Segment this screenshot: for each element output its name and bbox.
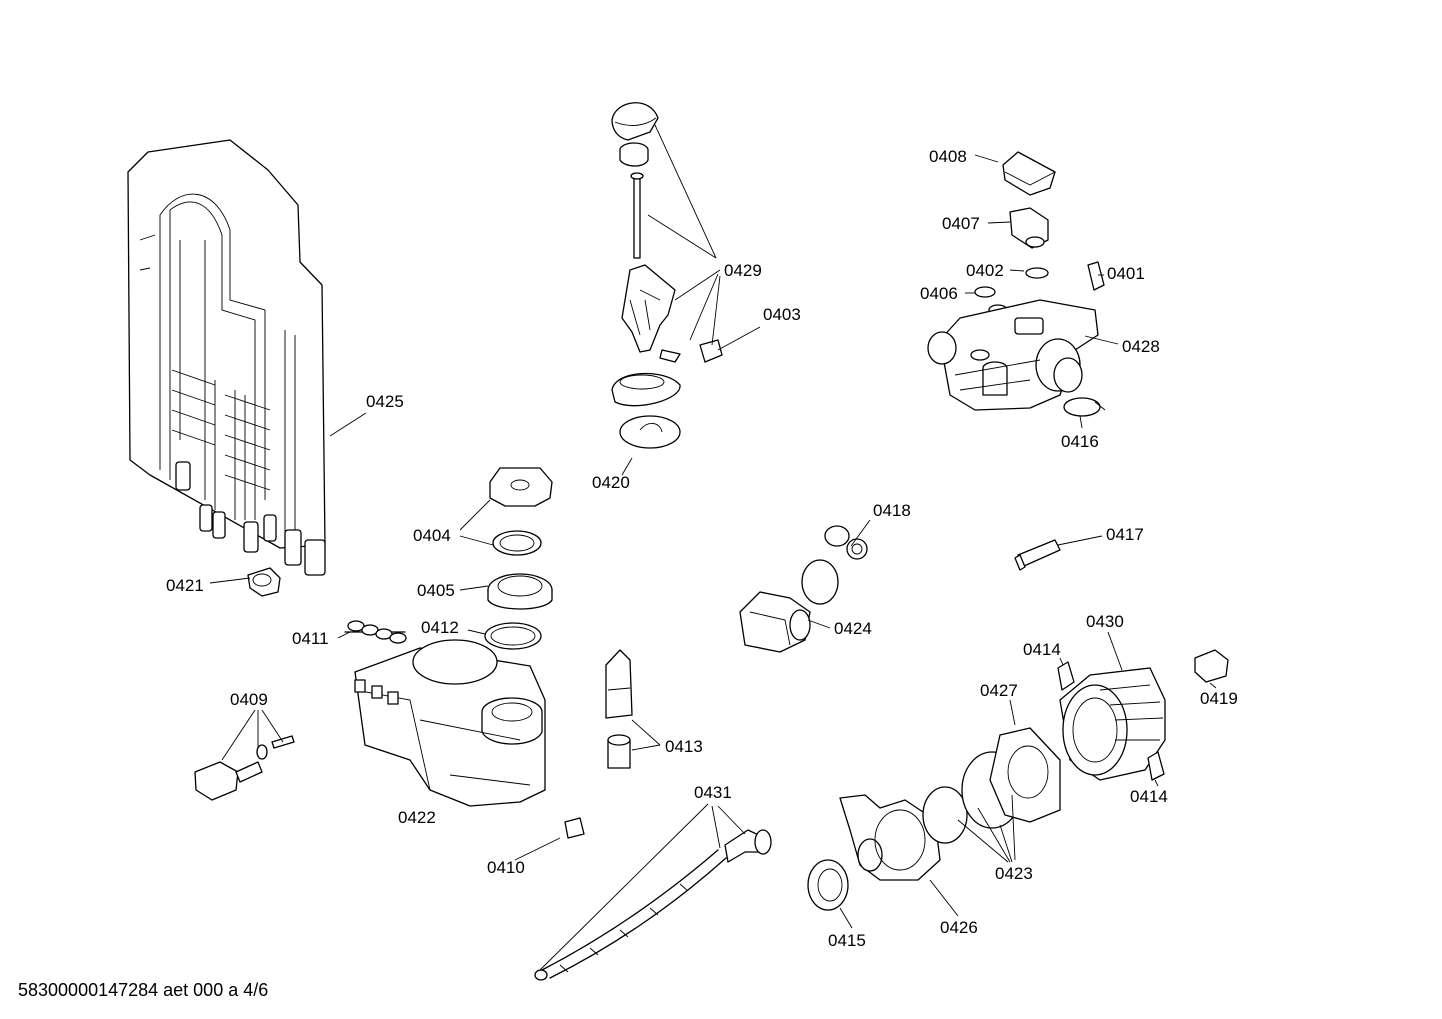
- label-0409: 0409: [230, 690, 268, 709]
- label-0426: 0426: [940, 918, 978, 937]
- label-0402: 0402: [966, 261, 1004, 280]
- label-0425: 0425: [366, 392, 404, 411]
- part-0431-drain-hose: [534, 829, 772, 981]
- part-0428-valve-block: [927, 299, 1099, 411]
- part-0427-cover-plate: [989, 727, 1061, 823]
- label-0419: 0419: [1200, 689, 1238, 708]
- part-0426-pump-housing: [839, 794, 941, 881]
- label-0404: 0404: [413, 526, 451, 545]
- part-0412-seal: [484, 622, 542, 650]
- label-0427: 0427: [980, 681, 1018, 700]
- label-0413: 0413: [665, 737, 703, 756]
- part-0401-clip: [1087, 261, 1105, 291]
- label-0416: 0416: [1061, 432, 1099, 451]
- label-0424: 0424: [834, 619, 872, 638]
- label-0401: 0401: [1107, 264, 1145, 283]
- part-0414-clip-bottom: [1147, 751, 1165, 781]
- label-0430: 0430: [1086, 612, 1124, 631]
- label-0422: 0422: [398, 808, 436, 827]
- part-0425-heat-exchanger: [127, 139, 326, 576]
- label-0414-bottom: 0414: [1130, 787, 1168, 806]
- label-0431: 0431: [694, 783, 732, 802]
- label-0412: 0412: [421, 618, 459, 637]
- label-0414-top: 0414: [1023, 640, 1061, 659]
- part-0420-float: [611, 372, 681, 449]
- document-footer-id: 58300000147284 aet 000 a 4/6: [18, 980, 269, 1000]
- label-0411: 0411: [292, 629, 329, 648]
- part-0404-nut: [489, 467, 553, 507]
- part-0405-ring: [487, 573, 553, 610]
- label-0407: 0407: [942, 214, 980, 233]
- label-0406: 0406: [920, 284, 958, 303]
- label-0428: 0428: [1122, 337, 1160, 356]
- part-0424-o-ring: [801, 559, 839, 605]
- part-0417-sensor: [1014, 539, 1061, 571]
- callout-labels: 0425 0421 0429 0403 0420 0408 0407 0402 …: [166, 147, 1238, 950]
- part-0430-motor: [1059, 667, 1166, 781]
- part-0408-cover: [1002, 151, 1056, 196]
- part-0411-caps: [344, 620, 407, 644]
- part-0421-clip: [247, 567, 281, 597]
- part-0410-clip: [564, 817, 585, 839]
- part-0414-clip-top: [1057, 661, 1075, 691]
- part-0403-clip: [659, 339, 723, 363]
- label-0408: 0408: [929, 147, 967, 166]
- part-0413-aquastop: [605, 649, 633, 769]
- part-0407-connector: [1009, 207, 1049, 249]
- leader-lines: [209, 124, 1217, 971]
- label-0415: 0415: [828, 931, 866, 950]
- label-0423: 0423: [995, 864, 1033, 883]
- label-0429: 0429: [724, 261, 762, 280]
- part-0422-softener: [354, 639, 546, 807]
- label-0418: 0418: [873, 501, 911, 520]
- label-0405: 0405: [417, 581, 455, 600]
- label-0403: 0403: [763, 305, 801, 324]
- part-0429-float-assembly: [611, 102, 676, 353]
- label-0417: 0417: [1106, 525, 1144, 544]
- part-0424-heater-pump: [739, 591, 811, 653]
- part-0409-valve: [194, 735, 295, 801]
- part-0402-o-ring: [1025, 267, 1049, 279]
- part-0419-connector: [1194, 649, 1229, 683]
- label-0421: 0421: [166, 576, 204, 595]
- part-0415-seal: [807, 859, 849, 911]
- part-0418-valve: [824, 525, 868, 560]
- part-0416-hose-clamp: [1063, 397, 1106, 417]
- part-0404-gasket: [492, 530, 542, 556]
- label-0420: 0420: [592, 473, 630, 492]
- label-0410: 0410: [487, 858, 525, 877]
